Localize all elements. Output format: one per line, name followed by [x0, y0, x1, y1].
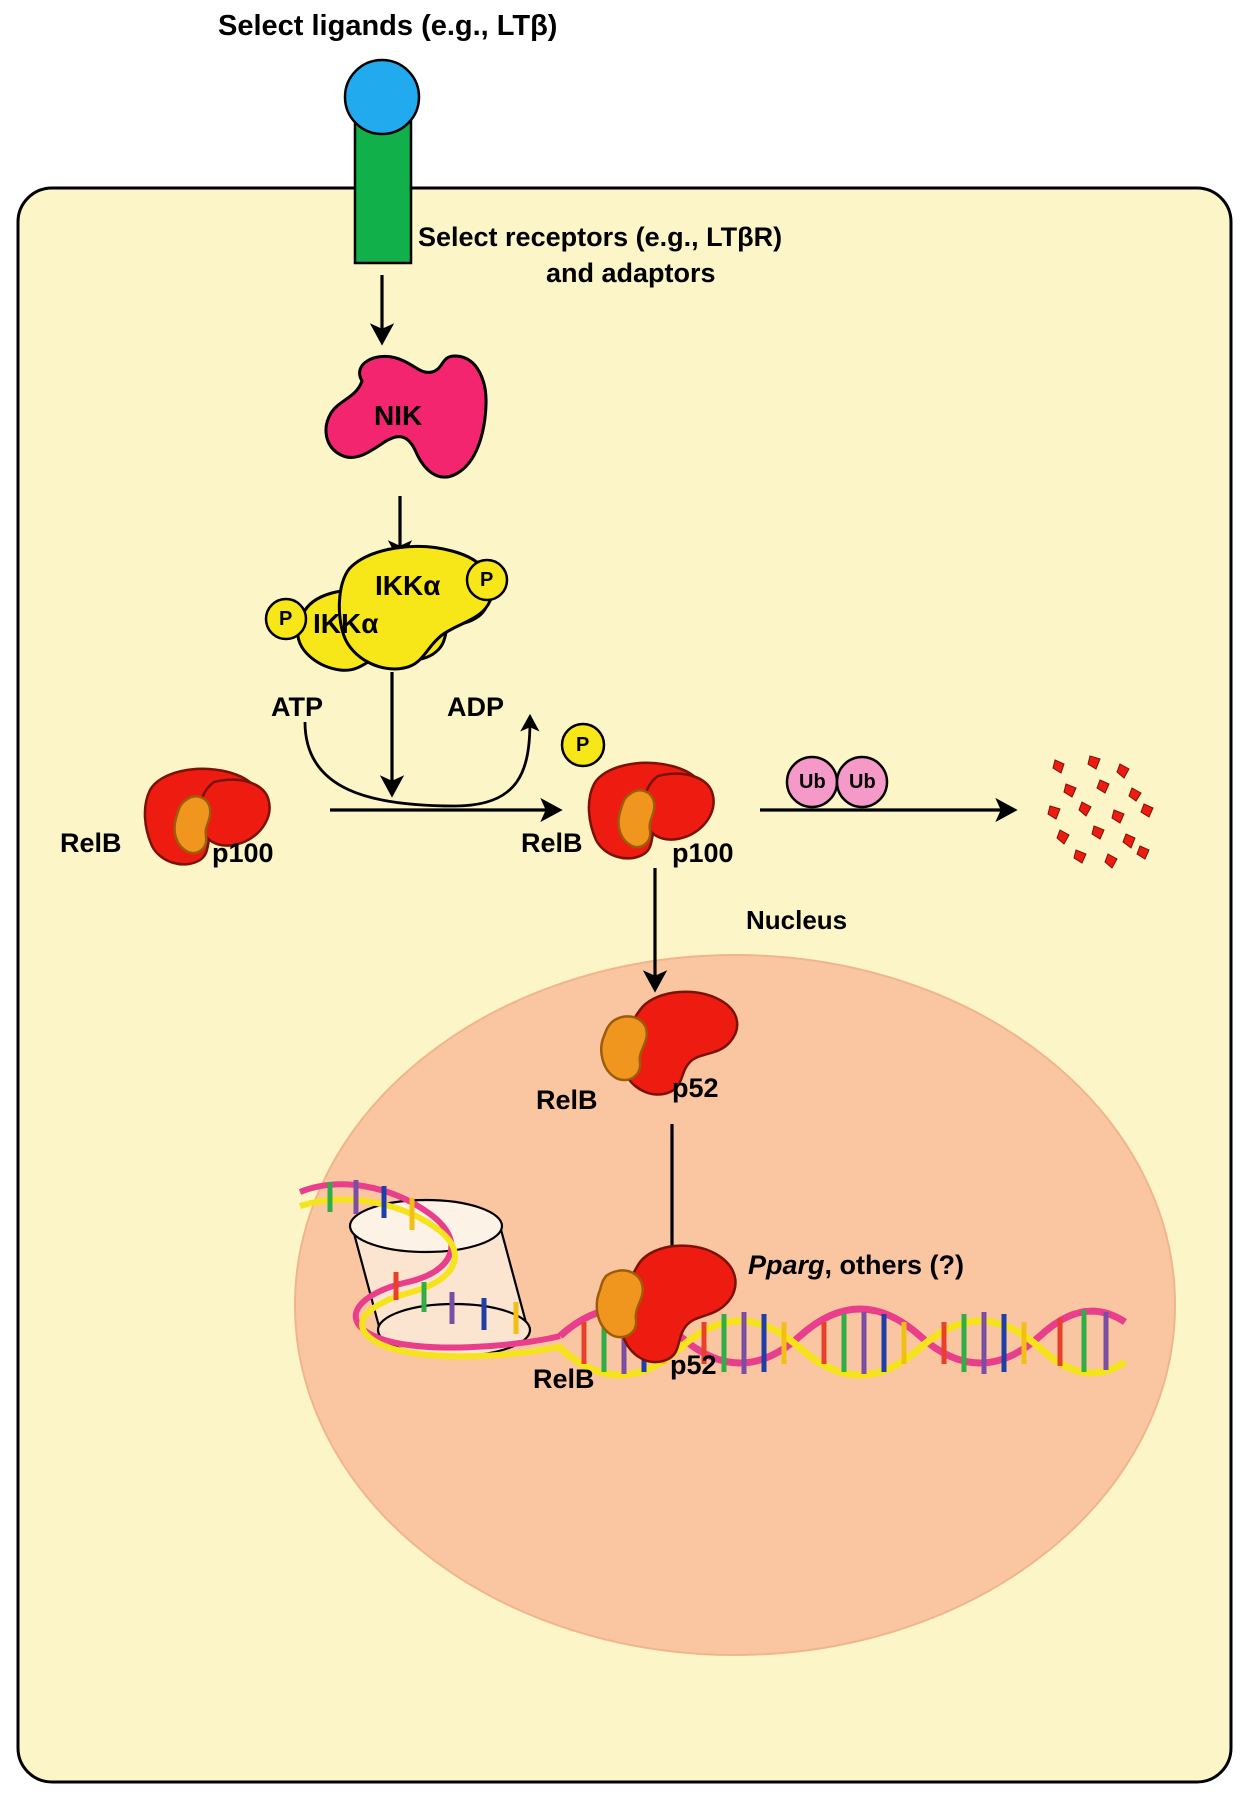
ikk-alpha-label-upper: IKKα — [375, 570, 441, 601]
atp-adp-curve — [303, 713, 540, 808]
ikk-alpha-label-lower: IKKα — [313, 608, 379, 639]
p100-label-mid: p100 — [672, 838, 734, 868]
receptors-label-line2: and adaptors — [546, 258, 716, 288]
nik-shape — [324, 354, 488, 479]
p100-label-left: p100 — [212, 838, 274, 868]
phospho-label-left: P — [279, 608, 293, 630]
nucleus-shape — [294, 954, 1176, 1656]
relb-label-nucleus: RelB — [536, 1085, 598, 1115]
phospho-circle-relb — [560, 722, 606, 768]
phospho-label-relb: P — [576, 734, 590, 756]
relb-label-dna: RelB — [533, 1364, 595, 1394]
p52-dna-shape — [595, 1269, 645, 1339]
ikk-alpha-core-shape — [337, 544, 494, 671]
ligand-shape — [343, 58, 421, 136]
p100-left-shape — [173, 795, 212, 855]
phospho-circle-right — [465, 558, 509, 602]
target-gene-label: Pparg, others (?) — [748, 1250, 964, 1281]
p52-label-nucleus: p52 — [672, 1073, 719, 1103]
degradation-fragments — [1047, 755, 1154, 869]
p52-nuc-shape — [600, 1015, 649, 1082]
ub-circle-2 — [835, 755, 889, 809]
nucleus-label: Nucleus — [746, 905, 848, 935]
atp-label: ATP — [271, 692, 323, 722]
phospho-circle-left — [264, 597, 308, 641]
gene-name-rest: , others (?) — [824, 1250, 965, 1280]
ligands-label: Select ligands (e.g., LTβ) — [218, 10, 558, 42]
relb-label-left: RelB — [60, 828, 122, 858]
phospho-label-right: P — [480, 569, 494, 591]
adp-label: ADP — [447, 692, 505, 722]
nik-label: NIK — [374, 400, 423, 431]
p100-mid-shape — [617, 789, 656, 849]
receptors-label-line1: Select receptors (e.g., LTβR) — [418, 222, 783, 252]
gene-name-italic: Pparg — [748, 1250, 825, 1280]
ub-label-1: Ub — [799, 771, 826, 793]
p52-label-dna: p52 — [670, 1350, 717, 1380]
relb-label-mid: RelB — [521, 828, 583, 858]
ub-label-2: Ub — [849, 771, 876, 793]
